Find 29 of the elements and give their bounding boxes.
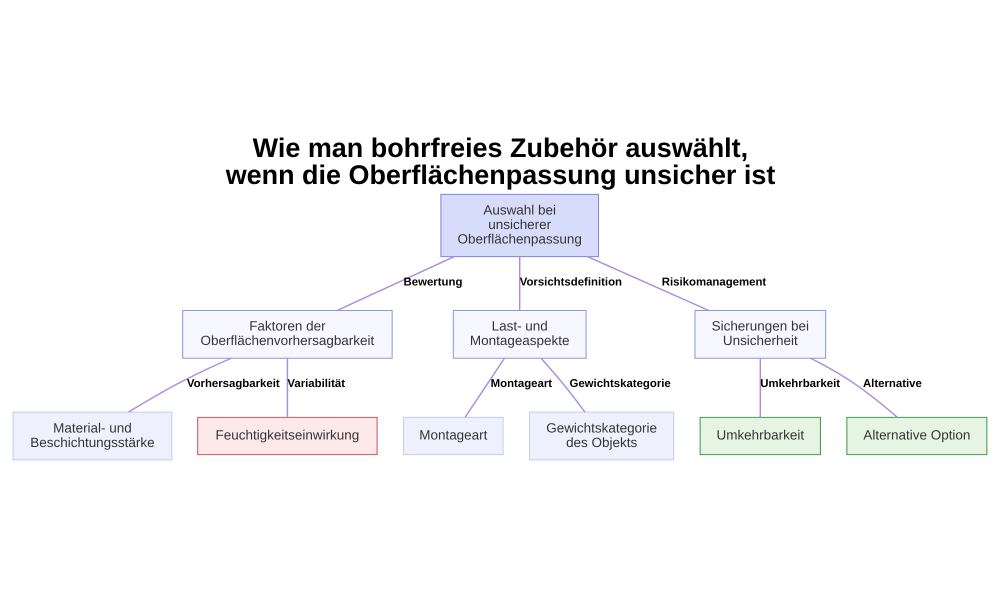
connector — [518, 256, 520, 310]
node-box: Montageart — [403, 416, 504, 456]
connector — [760, 358, 762, 418]
diagram-title: Wie man bohrfreies Zubehör auswählt, wenn die Oberflächenpassung unsicher ist — [226, 132, 776, 190]
edge-label: Alternative — [862, 378, 922, 390]
node-box: Feuchtigkeitseinwirkung — [197, 416, 378, 456]
edge-label: Variabilität — [287, 378, 346, 390]
connector — [286, 358, 288, 418]
connector — [587, 256, 709, 312]
node-box: Sicherungen bei Unsicherheit — [694, 310, 826, 359]
node-box: Umkehrbarkeit — [700, 416, 821, 456]
node-box: Last- und Montageaspekte — [452, 310, 587, 359]
connector — [810, 358, 898, 418]
node-box: Auswahl bei unsicherer Oberflächenpassung — [440, 194, 600, 258]
node-box: Material- und Beschichtungsstärke — [12, 412, 172, 460]
node-box: Gewichtskategorie des Objekts — [529, 412, 674, 460]
edge-label: Risikomanagement — [662, 276, 766, 288]
edge-label: Vorsichtsdefinition — [520, 276, 622, 288]
connector — [540, 358, 586, 412]
node-box: Alternative Option — [846, 416, 988, 456]
edge-label: Montageart — [490, 378, 552, 390]
connector — [337, 256, 454, 312]
edge-label: Vorhersagbarkeit — [186, 378, 280, 390]
connector — [464, 358, 505, 418]
edge-label: Gewichtskategorie — [569, 378, 671, 390]
edge-label: Umkehrbarkeit — [760, 378, 840, 390]
connector — [128, 358, 232, 413]
node-box: Faktoren der Oberflächenvorhersagbarkeit — [182, 310, 393, 359]
edge-label: Bewertung — [404, 276, 462, 288]
